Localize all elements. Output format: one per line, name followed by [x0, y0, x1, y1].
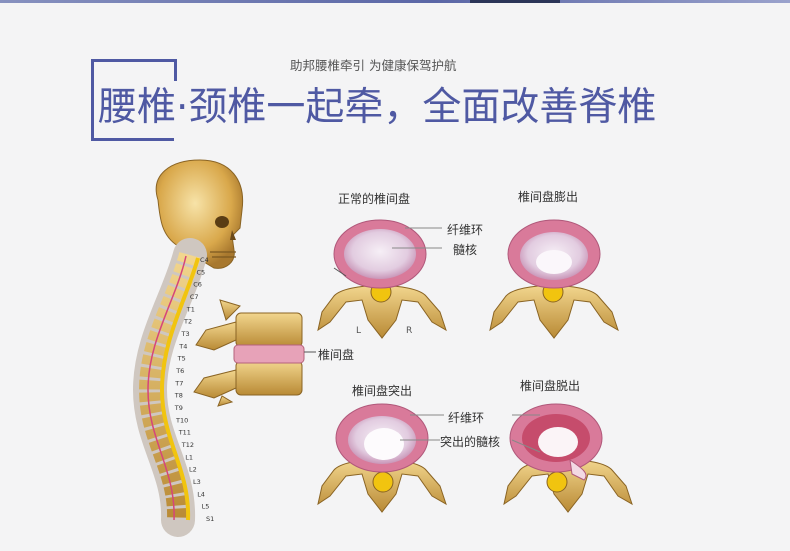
vertebra-label: L2 [189, 466, 197, 474]
vertebra-label: C4 [200, 256, 209, 264]
page-title: 腰椎·颈椎一起牵，全面改善脊椎 [98, 85, 657, 130]
vertebra-label: T1 [186, 305, 195, 313]
vertebra-label: T4 [178, 342, 187, 350]
panel-protrusion-art [317, 403, 447, 513]
vertebra-label: T3 [181, 330, 190, 338]
panel-extrusion-title: 椎间盘脱出 [520, 379, 581, 393]
vertebra-label: L5 [202, 503, 210, 511]
vertebra-label: T8 [174, 392, 183, 400]
title-frame [91, 59, 177, 141]
vertebra-label: C6 [193, 281, 202, 289]
spine-column [132, 238, 207, 537]
panel-normal-core-label: 髓核 [453, 243, 478, 257]
vertebra-label: L1 [185, 453, 193, 461]
vertebra-label: C7 [190, 293, 199, 301]
vertebra-label: T6 [175, 367, 184, 375]
panel-bulge-title: 椎间盘膨出 [518, 190, 579, 204]
vertebra-label: C5 [197, 268, 206, 276]
panel-normal-art [317, 219, 447, 339]
vertebra-label: T10 [175, 416, 188, 424]
vertebra-label: T12 [181, 441, 194, 449]
panel-protrusion-title: 椎间盘突出 [352, 384, 413, 398]
vertebra-label: T11 [178, 429, 191, 437]
vertebra-labels: C4C5C6C7T1T2T3T4T5T6T7T8T9T10T11T12L1L2L… [174, 256, 214, 523]
panel-normal-right-mark: R [406, 326, 413, 336]
vertebra-label: T2 [183, 318, 192, 326]
top-strip [0, 0, 790, 3]
skull [155, 159, 244, 269]
vertebra-label: T5 [177, 355, 186, 363]
panel-normal-ring-label: 纤维环 [447, 223, 484, 237]
disc-label: 椎间盘 [318, 348, 355, 362]
vertebra-label: T9 [174, 404, 183, 412]
panel-bulge-art [489, 219, 619, 339]
panel-protrusion-ring-label: 纤维环 [448, 411, 485, 425]
panel-normal-left-mark: L [356, 326, 362, 336]
panel-protrusion-core-label: 突出的髓核 [440, 435, 501, 449]
vertebra-label: S1 [206, 515, 214, 523]
zoomed-vertebrae [193, 299, 316, 407]
vertebra-label: T7 [174, 379, 183, 387]
vertebra-label: L3 [193, 478, 201, 486]
header-subtitle: 助邦腰椎牵引 为健康保驾护航 [290, 58, 457, 73]
panel-extrusion-art [503, 403, 633, 513]
vertebra-label: L4 [197, 490, 205, 498]
panel-normal-title: 正常的椎间盘 [338, 192, 411, 206]
